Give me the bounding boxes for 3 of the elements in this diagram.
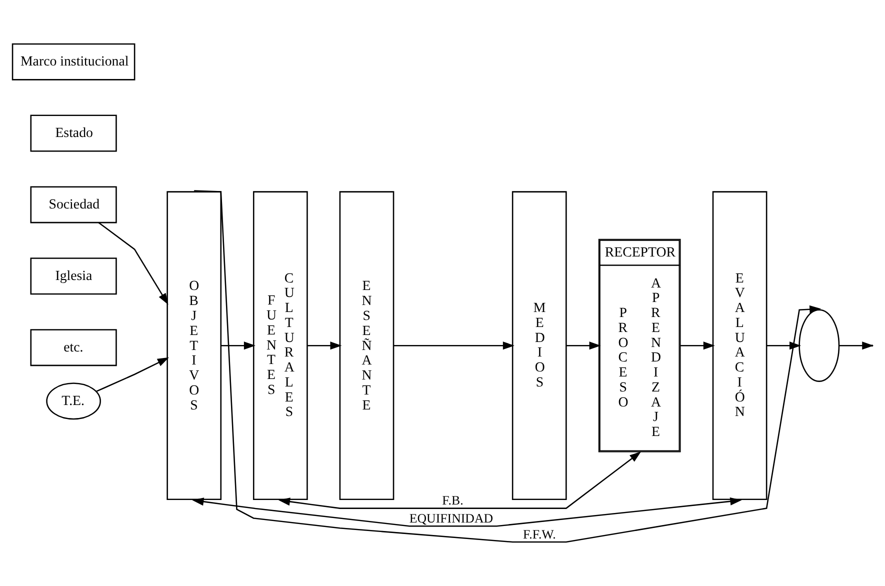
- edge-label: F.B.: [442, 494, 464, 508]
- edge-label: F.F.W.: [523, 527, 556, 542]
- edge-label: EQUIFINIDAD: [409, 512, 494, 526]
